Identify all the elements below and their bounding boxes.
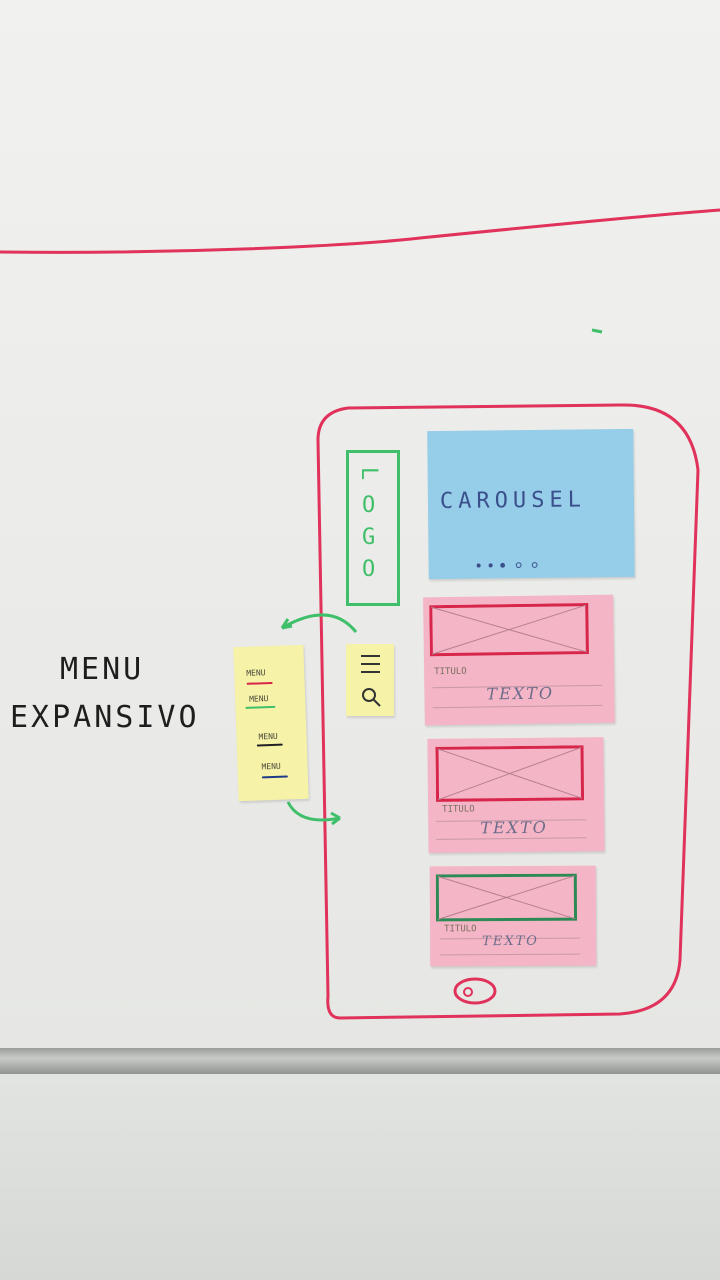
card-postit-1: TITULO TEXTO [423, 594, 615, 726]
red-marker-line [0, 208, 720, 334]
menu-item: MENU [261, 761, 281, 772]
card-postit-3: TITULO TEXTO [429, 865, 597, 967]
wall-below [0, 1074, 720, 1280]
menu-underline [246, 681, 273, 685]
card-title: TITULO [444, 924, 477, 935]
image-placeholder [435, 873, 578, 922]
menu-item: MENU [258, 731, 278, 742]
card-title: TITULO [434, 666, 467, 678]
phone-outline [280, 403, 700, 1020]
annotation-expansivo: EXPANSIVO [10, 700, 200, 735]
image-placeholder [429, 603, 589, 657]
card-text: TEXTO [480, 817, 548, 838]
carousel-postit: CAROUSEL [427, 428, 635, 580]
carousel-label: CAROUSEL [439, 487, 587, 514]
card-text: TEXTO [482, 933, 539, 950]
logo-letter: G [362, 525, 376, 550]
hamburger-icon [361, 655, 380, 673]
logo-letter: L [356, 466, 382, 481]
expanded-menu-postit: MENU MENU MENU MENU [233, 644, 309, 802]
carousel-dots [476, 562, 538, 569]
home-button-icon [453, 977, 497, 1005]
menu-underline [256, 743, 283, 747]
whiteboard-ledge [0, 1048, 720, 1074]
menu-underline [261, 775, 288, 779]
search-icon [362, 688, 381, 707]
menu-item: MENU [249, 694, 269, 704]
menu-item: MENU [246, 668, 266, 678]
nav-icons-postit [346, 644, 394, 716]
menu-underline [245, 705, 276, 709]
annotation-menu: MENU [60, 652, 145, 687]
logo-letter: O [362, 493, 376, 518]
image-placeholder [435, 745, 585, 802]
logo-letter: O [362, 557, 376, 582]
card-text: TEXTO [486, 683, 555, 704]
card-title: TITULO [442, 804, 475, 815]
logo-placeholder: L O G O [346, 450, 400, 606]
card-postit-2: TITULO TEXTO [427, 737, 605, 853]
